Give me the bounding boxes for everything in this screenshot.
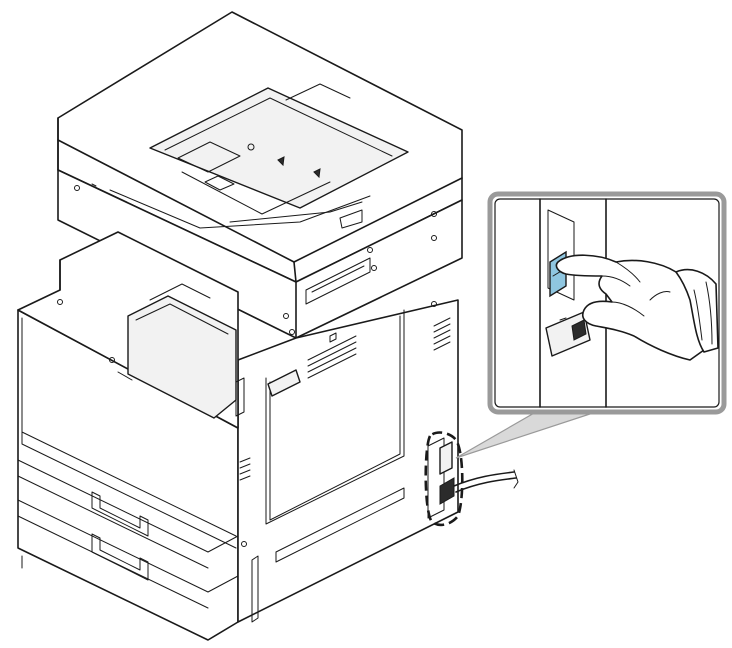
document-feeder <box>57 11 463 283</box>
power-switch-area <box>427 437 519 519</box>
paper-trays <box>17 459 239 609</box>
highlight-marker <box>424 431 464 527</box>
callout-detail-box <box>487 191 727 415</box>
hand-pressing-switch <box>555 254 719 361</box>
power-plug <box>439 477 455 505</box>
side-cover <box>235 301 451 623</box>
callout-leader <box>455 411 597 459</box>
scanner-body <box>57 169 463 339</box>
printer-body <box>17 231 459 641</box>
